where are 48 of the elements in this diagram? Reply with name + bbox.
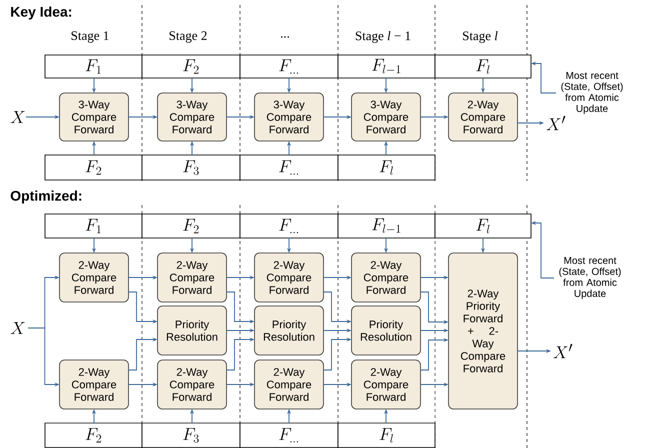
process-box: 2-Way Compare Forward <box>351 360 421 410</box>
register-cell: $F_1$ <box>44 54 142 78</box>
stage-label: Stage l <box>463 31 498 43</box>
register-cell: $F_2$ <box>142 214 240 238</box>
register-cell: $F_l$ <box>338 422 436 448</box>
register-cell: $F_l$ <box>434 214 532 238</box>
register-cell: $F_{\ldots}$ <box>240 422 338 448</box>
note-text: Most recent (State, Offset) from Atomic Update <box>559 257 621 299</box>
process-box: 2-Way Compare Forward <box>59 252 129 302</box>
register-cell: $F_2$ <box>44 422 142 448</box>
process-box: 2-Way Compare Forward <box>448 92 518 142</box>
register-cell: $F_{\ldots}$ <box>240 154 338 180</box>
stage-label: ... <box>281 36 290 38</box>
process-box: 2-Way Compare Forward <box>254 360 324 410</box>
signal-label: $X'$ <box>554 344 572 358</box>
register-cell: $F_{\ldots}$ <box>240 214 338 238</box>
stage-label: Stage l − 1 <box>356 31 410 43</box>
register-cell: $F_3$ <box>142 154 240 180</box>
signal-label: $X$ <box>10 322 25 334</box>
section-heading: Optimized: <box>10 190 82 204</box>
note-text: Most recent (State, Offset) from Atomic Update <box>561 72 623 114</box>
process-box: Priority Resolution <box>254 306 324 356</box>
process-box: Priority Resolution <box>157 306 227 356</box>
process-box: 3-Way Compare Forward <box>254 92 324 142</box>
process-box: 2-Way Priority Forward + 2-Way Compare Forward <box>448 252 518 410</box>
process-box: 3-Way Compare Forward <box>351 92 421 142</box>
register-cell: $F_1$ <box>44 214 142 238</box>
register-cell: $F_l$ <box>338 154 436 180</box>
register-cell: $F_2$ <box>142 54 240 78</box>
register-cell: $F_2$ <box>44 154 142 180</box>
register-cell: $F_3$ <box>142 422 240 448</box>
process-box: 2-Way Compare Forward <box>351 252 421 302</box>
register-cell: $F_{l-1}$ <box>338 54 436 78</box>
register-cell: $F_l$ <box>434 54 532 78</box>
signal-label: $X'$ <box>546 116 566 130</box>
process-box: 3-Way Compare Forward <box>59 92 129 142</box>
process-box: 2-Way Compare Forward <box>157 360 227 410</box>
register-cell: $F_{\ldots}$ <box>240 54 338 78</box>
process-box: Priority Resolution <box>351 306 421 356</box>
process-box: 2-Way Compare Forward <box>254 252 324 302</box>
process-box: 2-Way Compare Forward <box>59 360 129 410</box>
process-box: 2-Way Compare Forward <box>157 252 227 302</box>
stage-label: Stage 1 <box>72 31 109 43</box>
section-heading: Key Idea: <box>11 6 72 20</box>
process-box: 3-Way Compare Forward <box>157 92 227 142</box>
stage-label: Stage 2 <box>170 31 207 43</box>
signal-label: $X$ <box>10 111 25 123</box>
register-cell: $F_{l-1}$ <box>338 214 436 238</box>
